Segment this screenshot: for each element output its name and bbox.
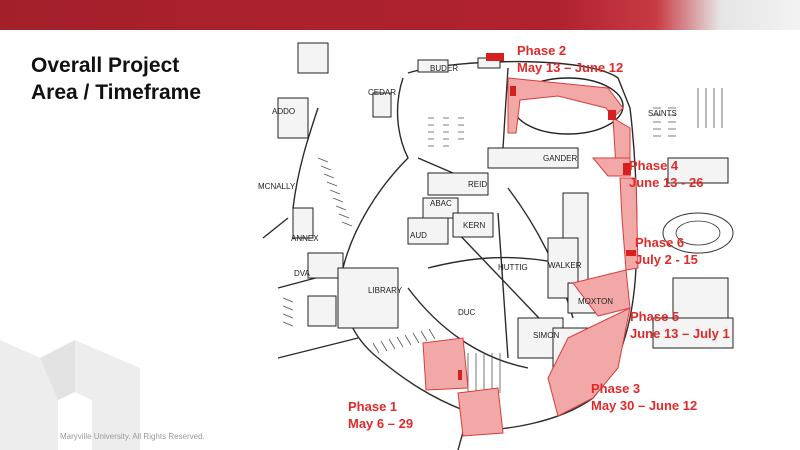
building-label: CEDAR xyxy=(368,88,396,97)
phase-5-label: Phase 5 June 13 – July 1 xyxy=(630,308,730,342)
parking-lots xyxy=(282,88,723,393)
phase-name: Phase 3 xyxy=(591,381,641,396)
phase-name: Phase 4 xyxy=(629,158,679,173)
phase-dates: May 6 – 29 xyxy=(348,416,414,431)
top-banner xyxy=(0,0,800,30)
building-label: ABAC xyxy=(430,199,452,208)
building-label: DUC xyxy=(458,308,476,317)
phase-dates: June 13 – July 1 xyxy=(630,326,730,341)
phase-2-label: Phase 2 May 13 – June 12 xyxy=(517,42,623,76)
building-label: SAINTS xyxy=(648,109,677,118)
phase-name: Phase 2 xyxy=(517,43,567,58)
phase-3-label: Phase 3 May 30 – June 12 xyxy=(591,380,697,414)
phase-markers xyxy=(458,53,636,380)
phase-dates: May 30 – June 12 xyxy=(591,398,698,413)
phase-6-label: Phase 6 July 2 - 15 xyxy=(635,234,698,268)
copyright-footer: Maryville University. All Rights Reserve… xyxy=(60,432,205,441)
phase-name: Phase 5 xyxy=(630,309,680,324)
building-label: AUD xyxy=(410,231,427,240)
building-label: BUDER xyxy=(430,64,458,73)
track xyxy=(662,212,734,254)
building-label: REID xyxy=(468,180,487,189)
phase-name: Phase 6 xyxy=(635,235,685,250)
title-line-2: Area / Timeframe xyxy=(31,81,202,104)
phase-dates: May 13 – June 12 xyxy=(517,60,624,75)
building-label: KERN xyxy=(463,221,485,230)
phase-areas xyxy=(422,77,639,437)
building-label: WALKER xyxy=(548,261,582,270)
building-label: MOXTON xyxy=(578,297,613,306)
building-label: LIBRARY xyxy=(368,286,403,295)
building-label: GANDER xyxy=(543,154,577,163)
building-label: HUTTIG xyxy=(498,263,528,272)
phase-dates: June 13 - 26 xyxy=(629,175,704,190)
building-labels: BUDER CEDAR ADDO GANDER SAINTS MCNALLY R… xyxy=(258,64,677,340)
phase-4-label: Phase 4 June 13 - 26 xyxy=(629,157,703,191)
building-label: ADDO xyxy=(272,107,295,116)
building-label: MCNALLY xyxy=(258,182,296,191)
university-logo-watermark xyxy=(0,340,140,450)
campus-map: BUDER CEDAR ADDO GANDER SAINTS MCNALLY R… xyxy=(258,38,740,450)
slide-title: Overall Project Area / Timeframe xyxy=(31,52,201,106)
building-label: SIMON xyxy=(533,331,559,340)
building-label: ANNEX xyxy=(291,234,319,243)
phase-name: Phase 1 xyxy=(348,399,398,414)
title-line-1: Overall Project xyxy=(31,54,180,77)
phase-1-label: Phase 1 May 6 – 29 xyxy=(348,398,413,432)
building-label: DVA xyxy=(294,269,311,278)
phase-dates: July 2 - 15 xyxy=(635,252,698,267)
